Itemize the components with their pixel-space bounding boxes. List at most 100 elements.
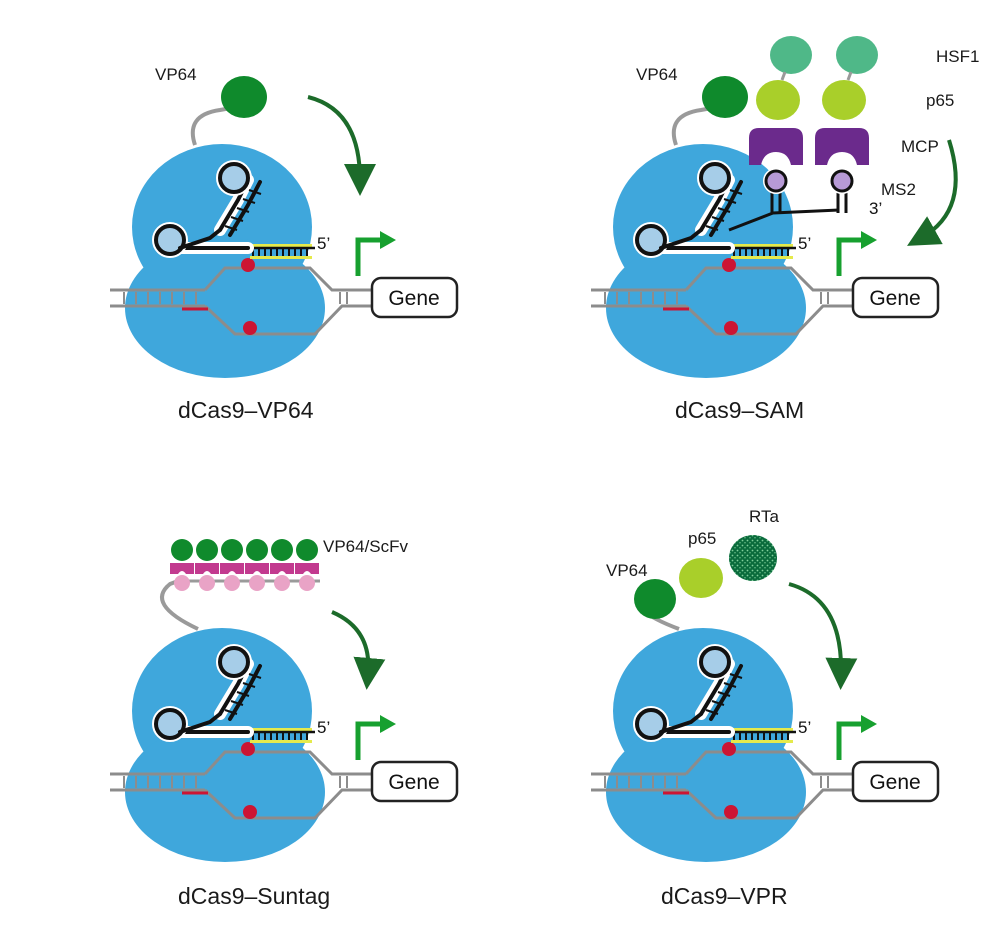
guide-rna-connector [178, 228, 222, 250]
five-prime-label: 5’ [798, 718, 811, 737]
promoter-arrow [836, 721, 863, 760]
nuclease-site-dot [722, 258, 736, 272]
dcas9-lobe-lower [606, 238, 806, 378]
promoter-arrow [355, 721, 382, 760]
p65-domain [822, 80, 866, 120]
gcn4-epitope [174, 575, 190, 591]
nuclease-site-dot [724, 805, 738, 819]
hsf1-label: HSF1 [936, 47, 979, 66]
guide-rna-bp [248, 673, 262, 679]
gene-box [370, 760, 459, 803]
vp64-label: VP64 [636, 65, 678, 84]
ms2-loop-outline [764, 169, 788, 193]
spacer-strip [250, 244, 312, 248]
gcn4-epitope [199, 575, 215, 591]
guide-rna-bp [705, 225, 719, 231]
scfv-antibody [170, 563, 194, 574]
promoter-arrow-head [861, 231, 877, 249]
panel-caption: dCas9–VPR [661, 883, 788, 909]
guide-rna-bp [224, 709, 238, 715]
scfv-antibody [295, 563, 319, 574]
p65-label: p65 [926, 91, 954, 110]
guide-rna-bp [711, 700, 725, 706]
nuclease-site-dot [243, 805, 257, 819]
nuclease-site-dot [241, 258, 255, 272]
guide-rna-bp [248, 189, 262, 195]
rta-domain [729, 535, 777, 581]
mcp-protein [749, 128, 803, 165]
guide-rna-connector [659, 228, 703, 250]
guide-stem-loop-top [699, 646, 731, 678]
guide-rna-bp [729, 189, 743, 195]
activation-arrow [307, 95, 376, 196]
gene-box [370, 276, 459, 319]
p65-domain [679, 558, 723, 598]
guide-stem-loop-left [635, 708, 667, 740]
vp64-domain [221, 539, 243, 561]
scfv-antibody [245, 563, 269, 574]
linker [846, 71, 853, 81]
spacer-strip [250, 256, 312, 259]
hsf1-domain [836, 36, 878, 74]
guide-stem-loop-left [154, 224, 186, 256]
vp64-domain [246, 539, 268, 561]
guide-rna-bp [729, 673, 743, 679]
mcp-label: MCP [901, 137, 939, 156]
guide-stem-loop-top [218, 646, 250, 678]
gene-label: Gene [388, 771, 439, 794]
guide-stem-loop-left [635, 224, 667, 256]
guide-rna-connector [659, 712, 703, 734]
vp64-domain [221, 76, 267, 118]
vp64-domain [634, 579, 676, 619]
nuclease-site-dot [724, 321, 738, 335]
activation-arrow [331, 610, 386, 690]
linker [671, 104, 724, 146]
scfv-antibody [270, 563, 294, 574]
vp64-domain [702, 76, 748, 118]
guide-rna-bp [705, 709, 719, 715]
gene-label: Gene [869, 771, 920, 794]
guide-rna-bp [224, 225, 238, 231]
five-prime-label: 5’ [317, 718, 330, 737]
spacer-strip [731, 244, 793, 248]
vp64-domain [296, 539, 318, 561]
vp64-domain [196, 539, 218, 561]
panel-caption: dCas9–VP64 [178, 397, 314, 423]
scfv-antibody [195, 563, 219, 574]
guide-rna-bp [230, 700, 244, 706]
guide-rna-connector [178, 712, 222, 734]
dna-bubble-top [684, 750, 836, 776]
spacer-strip [731, 256, 793, 259]
gene-box [851, 760, 940, 803]
guide-rna-upper-stem [709, 664, 743, 721]
gcn4-epitope [224, 575, 240, 591]
guide-rna-upper-stem [228, 664, 262, 721]
nuclease-site-dot [722, 742, 736, 756]
gene-box [851, 276, 940, 319]
guide-rna-bp [236, 691, 250, 697]
guide-rna-bp [242, 198, 256, 204]
gcn4-epitope [299, 575, 315, 591]
vp64-domain [271, 539, 293, 561]
gcn4-epitope [274, 575, 290, 591]
five-prime-label: 5’ [317, 234, 330, 253]
guide-rna-bp [236, 207, 250, 213]
gene-label: Gene [869, 287, 920, 310]
nuclease-site-dot [241, 742, 255, 756]
activation-arrow [788, 582, 858, 690]
p65-label: p65 [688, 529, 716, 548]
five-prime-label: 5’ [798, 234, 811, 253]
spacer-strip [731, 740, 793, 743]
guide-stem-loop-top [699, 162, 731, 194]
guide-rna-bp [230, 216, 244, 222]
panel-caption: dCas9–SAM [675, 397, 804, 423]
dcas9-lobe-lower [125, 722, 325, 862]
linker [160, 579, 199, 631]
dcas9-lobe-lower [606, 722, 806, 862]
activation-arrow [907, 139, 958, 246]
